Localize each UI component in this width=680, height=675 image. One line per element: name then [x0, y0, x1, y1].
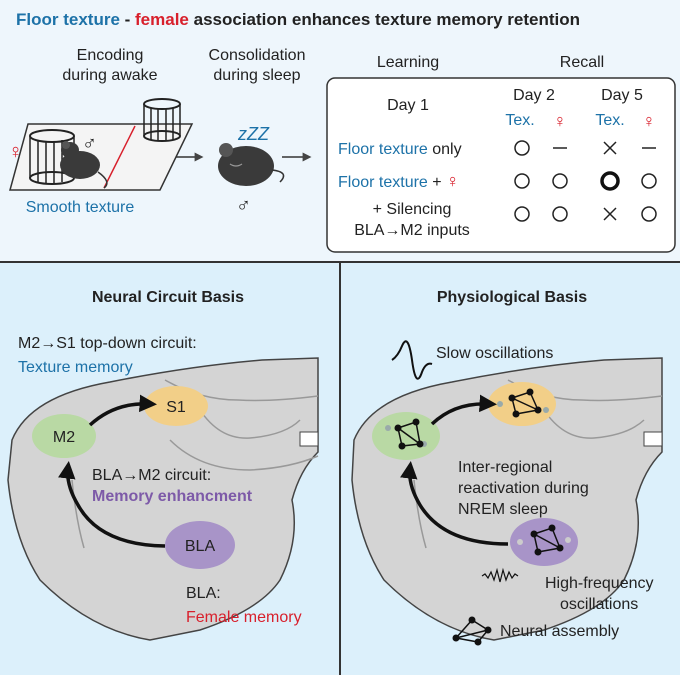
- hf-label-1: High-frequency: [545, 575, 654, 592]
- day2-tex-header: Tex.: [505, 112, 534, 129]
- title-rest: association enhances texture memory rete…: [189, 10, 580, 29]
- slow-oscillations-label: Slow oscillations: [436, 345, 553, 362]
- texture-memory-label: Texture memory: [18, 359, 133, 376]
- row2-day5-female-circle: [641, 173, 657, 189]
- m2-to-s1-arrow: [88, 394, 157, 427]
- learning-header: Learning: [377, 54, 439, 71]
- mouse-sleeping-icon: [218, 143, 285, 186]
- s1-assembly-icon: [508, 388, 542, 418]
- m2-region-right: [372, 412, 440, 460]
- left-panel-title: Neural Circuit Basis: [92, 289, 244, 306]
- consolidation-label-2: during sleep: [213, 67, 300, 84]
- row1-day5-tex-cross: [603, 141, 617, 155]
- hf-label-2: oscillations: [560, 596, 638, 613]
- row3-day5-female-circle: [641, 206, 657, 222]
- brain-right-notch: [643, 431, 663, 447]
- smooth-texture-label: Smooth texture: [26, 199, 135, 216]
- row3-day5-tex-cross: [603, 207, 617, 221]
- title-dash: -: [120, 10, 135, 29]
- row1-label-b: only: [428, 141, 462, 158]
- arena-female-symbol: ♀: [8, 141, 23, 163]
- sleep-male-symbol: ♂: [236, 195, 251, 217]
- day5-female-header: ♀: [642, 111, 656, 131]
- neural-assembly-label: Neural assembly: [500, 623, 619, 640]
- row3-day2-female-circle: [552, 206, 568, 222]
- sleep-zzz: zZZ: [237, 124, 270, 144]
- m2-cell-dot: [385, 425, 391, 431]
- row2-label-b: +: [428, 174, 446, 191]
- row2-label-c: ♀: [446, 171, 460, 191]
- right-panel-title: Physiological Basis: [437, 289, 587, 306]
- encoding-label-1: Encoding: [77, 47, 144, 64]
- neural-assembly-legend-icon: [452, 616, 492, 646]
- slow-oscillation-wave: [391, 340, 433, 380]
- s1-cell-dot: [497, 401, 503, 407]
- m2-region: [32, 414, 96, 458]
- reactivation-label-1: Inter-regional: [458, 459, 552, 476]
- title-floor-texture: Floor texture: [16, 10, 120, 29]
- memory-enhancement-label: Memory enhancment: [92, 488, 253, 505]
- row3-label-a: + Silencing: [373, 201, 452, 218]
- m2-to-s1-arrow-right: [430, 394, 497, 426]
- day2-female-header: ♀: [553, 111, 567, 131]
- brain-left-sulcus-2: [169, 439, 319, 471]
- hf-oscillation-wave: [481, 567, 519, 583]
- brain-left-notch: [299, 431, 319, 447]
- female-memory-label: Female memory: [186, 609, 302, 626]
- bla-m2-circuit-label: BLA→M2 circuit:: [92, 467, 211, 484]
- title-female: female: [135, 10, 189, 29]
- day5-tex-header: Tex.: [595, 112, 624, 129]
- row1-day2-tex-circle: [514, 140, 530, 156]
- m2-label: M2: [53, 429, 75, 446]
- brain-left-sulcus-4: [71, 479, 85, 549]
- day5-label: Day 5: [601, 87, 643, 104]
- s1-region: [144, 386, 208, 426]
- arena-floor: [9, 123, 194, 191]
- day2-label: Day 2: [513, 87, 555, 104]
- bla-region: [165, 521, 235, 569]
- arena-divider: [103, 125, 136, 189]
- row3-label-b: BLA→M2 inputs: [354, 222, 470, 239]
- row2-label-a: Floor texture: [338, 174, 428, 191]
- brain-left-sulcus-3: [199, 409, 301, 439]
- brain-right-sulcus-3: [413, 479, 427, 549]
- mouse-awake-icon: [60, 141, 108, 189]
- bla-colon-label: BLA:: [186, 585, 221, 602]
- figure-title: Floor texture - female association enhan…: [16, 10, 580, 29]
- m2-s1-circuit-label: M2→S1 top-down circuit:: [18, 335, 197, 352]
- day1-label: Day 1: [387, 97, 429, 114]
- reactivation-label-2: reactivation during: [458, 480, 589, 497]
- row2-day2-tex-circle: [514, 173, 530, 189]
- bla-to-m2-arrow-right: [400, 461, 509, 546]
- row1-label-a: Floor texture: [338, 141, 428, 158]
- bla-label: BLA: [185, 538, 216, 555]
- row2-day5-tex-bold-circle: [600, 171, 620, 191]
- bla-assembly-icon: [530, 524, 564, 556]
- row1-label: Floor texture only: [338, 141, 462, 158]
- brain-right-sulcus-2: [543, 409, 645, 439]
- bla-region-right: [510, 518, 578, 566]
- s1-region-right: [488, 382, 556, 426]
- m2-assembly-icon: [394, 418, 424, 450]
- encoding-label-2: during awake: [62, 67, 157, 84]
- arena-male-symbol: ♂: [82, 133, 97, 155]
- bla-to-m2-arrow: [58, 461, 166, 548]
- row3-day2-tex-circle: [514, 206, 530, 222]
- row2-label: Floor texture + ♀: [338, 171, 460, 191]
- reactivation-label-3: NREM sleep: [458, 501, 548, 518]
- s1-label: S1: [166, 399, 186, 416]
- consolidation-label-1: Consolidation: [209, 47, 306, 64]
- bla-cell-dot: [517, 539, 523, 545]
- bla-cell-dot: [565, 537, 571, 543]
- cage-right-icon: [143, 98, 181, 142]
- recall-header: Recall: [560, 54, 604, 71]
- row2-day2-female-circle: [552, 173, 568, 189]
- recall-table-box: [326, 77, 676, 253]
- s1-cell-dot: [543, 407, 549, 413]
